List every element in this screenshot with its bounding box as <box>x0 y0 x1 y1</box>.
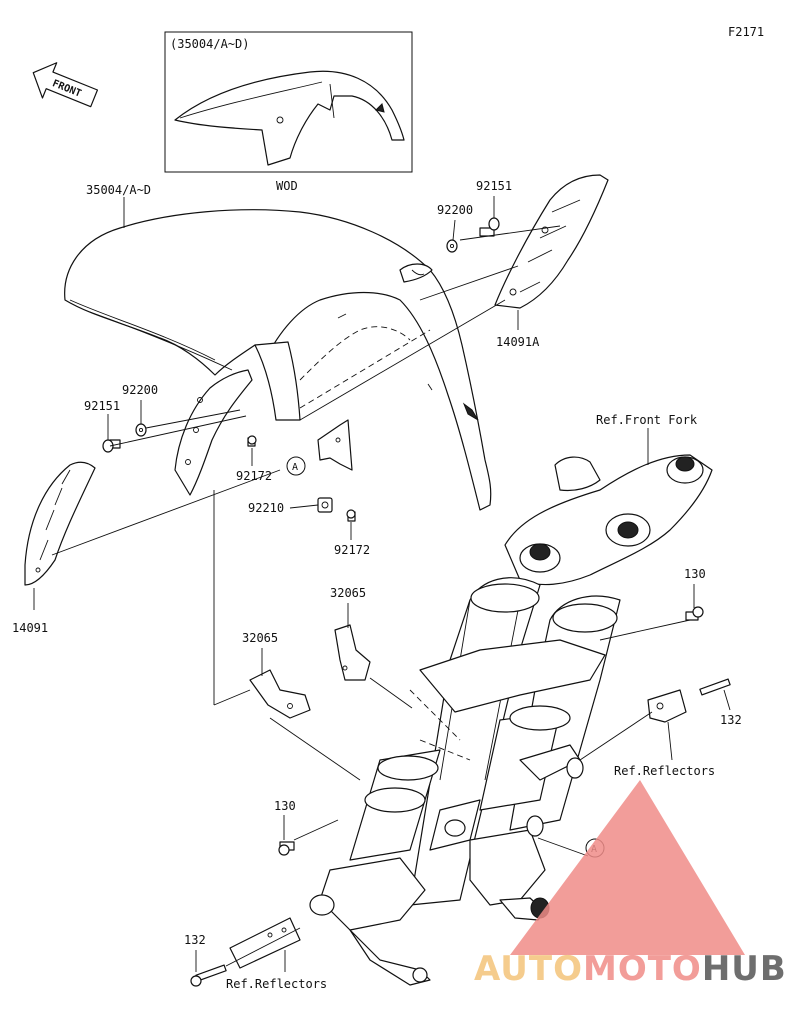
watermark-part-hub: HUB <box>702 949 787 989</box>
label-bolt-132-lower: 132 <box>184 933 206 947</box>
label-bolt-center: 92172 <box>236 469 272 483</box>
reflector-bracket-lower <box>229 917 301 969</box>
bolt-130-lower <box>278 841 295 856</box>
label-bolt-left: 92151 <box>84 399 120 413</box>
label-bolt-130-upper: 130 <box>684 567 706 581</box>
label-bracket-nut: 92210 <box>248 501 284 515</box>
front-arrow-icon: FRONT <box>32 62 99 108</box>
front-fender <box>64 209 492 511</box>
side-cover-right <box>494 174 609 309</box>
svg-text:A: A <box>292 462 298 473</box>
inset-box: (35004/A~D) WOD <box>164 31 413 193</box>
mark-a-upper: A <box>286 456 306 476</box>
label-fender: 35004/A~D <box>86 183 151 197</box>
inset-caption: WOD <box>276 179 298 193</box>
label-cover-right: 14091A <box>496 335 540 349</box>
label-bolt-132-right: 132 <box>720 713 742 727</box>
front-fork-assembly <box>309 454 713 986</box>
fender-bracket <box>317 419 353 471</box>
label-cover-left: 14091 <box>12 621 48 635</box>
watermark-text: AUTOMOTOHUB <box>474 949 787 989</box>
watermark-logo: AUTOMOTOHUB <box>474 780 787 989</box>
side-cover-left <box>24 461 96 586</box>
bolt-92172-center <box>247 435 257 447</box>
washer-92200-left <box>135 423 147 437</box>
label-bolt-lower: 92172 <box>334 543 370 557</box>
watermark-triangle-icon <box>510 780 745 955</box>
bracket-32065-upper <box>334 624 371 681</box>
nut-92210 <box>317 497 333 513</box>
inset-part-number: (35004/A~D) <box>170 37 249 51</box>
leader-lines <box>33 196 731 972</box>
label-ref-front-fork: Ref.Front Fork <box>596 413 698 427</box>
diagram-code: F2171 <box>728 25 764 39</box>
label-washer-left: 92200 <box>122 383 158 397</box>
installation-lines <box>51 225 691 967</box>
watermark-part-auto: AUTO <box>474 949 583 989</box>
label-bolt-right: 92151 <box>476 179 512 193</box>
bolt-92172-lower <box>346 509 356 522</box>
watermark-part-moto: MOTO <box>583 949 702 989</box>
label-ref-reflectors-right: Ref.Reflectors <box>614 764 715 778</box>
washer-92200-right <box>446 239 458 253</box>
bolt-132-lower <box>190 964 227 987</box>
label-bracket-lower: 32065 <box>242 631 278 645</box>
fender-stay-left <box>174 369 253 496</box>
label-bolt-130-lower: 130 <box>274 799 296 813</box>
bracket-32065-lower <box>249 669 311 719</box>
bolt-92151-right <box>479 217 500 237</box>
label-bracket-upper: 32065 <box>330 586 366 600</box>
inset-fender-shape <box>174 70 405 166</box>
label-ref-reflectors-lower: Ref.Reflectors <box>226 977 327 991</box>
reflector-bracket-right <box>647 689 687 723</box>
label-washer-right: 92200 <box>437 203 473 217</box>
bolt-132-right <box>699 678 731 696</box>
bolt-130-upper <box>685 606 704 621</box>
